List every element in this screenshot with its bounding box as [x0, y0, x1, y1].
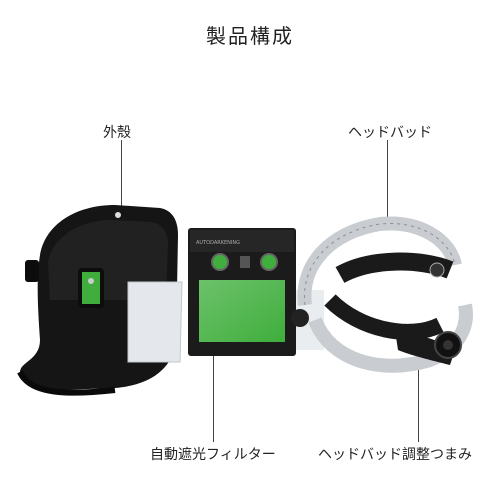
label-shell: 外殼 — [103, 125, 131, 141]
filter-brand-text: AUTODARKENING — [196, 240, 240, 246]
sensitivity-knob-icon — [211, 253, 229, 271]
callout-line-headband — [387, 140, 388, 230]
label-headband-adjust-knob: ヘッドバッド調整つまみ — [318, 447, 472, 463]
headband-pivot-icon — [291, 309, 309, 327]
helmet-green-lens — [82, 272, 100, 304]
headband — [291, 216, 473, 373]
helmet-screw-icon — [115, 212, 121, 218]
page-title: 製品構成 — [206, 24, 294, 48]
delay-knob-icon — [260, 253, 278, 271]
label-auto-darkening-filter: 自動遮光フィルター — [150, 447, 276, 463]
callout-line-filter — [213, 345, 214, 442]
label-headband: ヘッドバッド — [348, 125, 432, 141]
helmet-side-knob — [25, 260, 39, 282]
callout-line-knob — [418, 360, 419, 442]
helmet-shell — [17, 205, 183, 396]
callout-line-shell — [121, 140, 122, 212]
front-cover-glass — [127, 281, 183, 363]
